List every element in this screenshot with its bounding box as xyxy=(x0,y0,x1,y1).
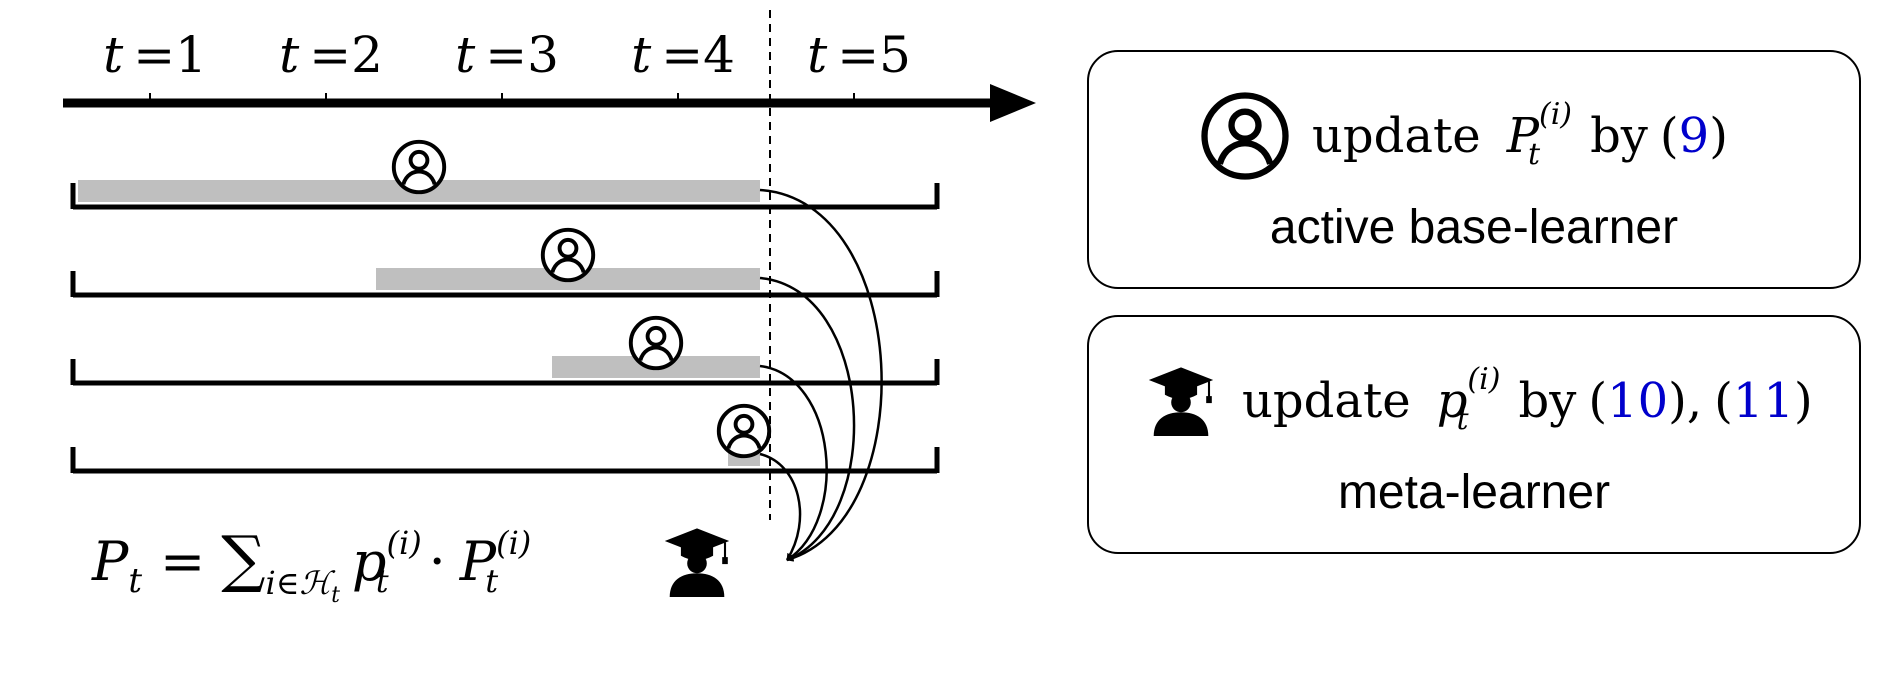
base-learner-row xyxy=(70,403,940,561)
legend-meta-by: by xyxy=(1519,373,1577,429)
tick-num: 4 xyxy=(703,26,735,84)
tick-var: t xyxy=(279,26,300,84)
formula-sum-index: i xyxy=(266,564,276,602)
legend-meta-caption: meta-learner xyxy=(1338,466,1610,519)
tick-eq: = xyxy=(309,26,351,84)
formula-dot: · xyxy=(429,530,446,593)
legend-meta-ref2-link[interactable]: 11 xyxy=(1733,373,1794,429)
base-learner-icon xyxy=(628,315,684,371)
tick-eq: = xyxy=(661,26,703,84)
base-learner-row xyxy=(70,139,940,562)
tick-label: t=2 xyxy=(279,26,383,84)
legend-meta-ref1-link[interactable]: 10 xyxy=(1607,373,1668,429)
legend-base-caption: active base-learner xyxy=(1270,201,1678,254)
formula-sum-in: ∈ xyxy=(276,564,300,602)
legend-meta-ref1-open: ( xyxy=(1588,373,1607,429)
legend-meta-symbol-sub: t xyxy=(1456,402,1469,437)
learner-rows xyxy=(70,139,940,562)
formula-sum-set: ℋ xyxy=(299,564,335,602)
tick-num: 2 xyxy=(351,26,383,84)
base-learner-icon xyxy=(716,403,772,459)
base-learner-row xyxy=(70,315,940,562)
aggregation-arrow xyxy=(759,276,856,562)
base-learner-icon xyxy=(391,139,447,195)
tick-label: t=1 xyxy=(103,26,207,84)
legend-base-symbol-sup: (i) xyxy=(1539,97,1572,132)
meta-learner-icon xyxy=(663,527,731,599)
formula-P: P xyxy=(459,530,498,593)
base-learner-icon xyxy=(540,227,596,283)
legend-base-symbol: P xyxy=(1506,108,1540,164)
formula-p: p xyxy=(352,530,387,593)
tick-num: 5 xyxy=(879,26,911,84)
formula-p-sup: (i) xyxy=(387,524,422,562)
legend-meta-symbol: p xyxy=(1437,373,1468,429)
aggregation-arrow xyxy=(759,188,883,562)
legend-meta-prefix: update xyxy=(1242,373,1411,429)
tick-var: t xyxy=(103,26,124,84)
formula-P-sub: t xyxy=(485,562,498,600)
legend-base-ref-close: ) xyxy=(1709,108,1728,164)
legend-base-ref-open: ( xyxy=(1660,108,1679,164)
formula-sum-set-sub: t xyxy=(331,583,340,608)
formula-lhs: P xyxy=(91,530,130,593)
tick-eq: = xyxy=(837,26,879,84)
legend-base-learner: update P(i) t by(9) active base-learner xyxy=(1087,50,1861,289)
legend-meta-ref2-open: ( xyxy=(1714,373,1733,429)
tick-marks xyxy=(149,93,855,103)
formula-p-sub: t xyxy=(376,562,389,600)
formula-P-sup: (i) xyxy=(496,524,531,562)
timeline-arrowhead xyxy=(990,84,1036,122)
legend-meta-symbol-sup: (i) xyxy=(1467,362,1500,397)
legend-meta-ref2-close: ) xyxy=(1794,373,1813,429)
formula-lhs-sub: t xyxy=(128,561,142,601)
legend-meta-ref1-close: ), xyxy=(1668,373,1702,429)
tick-label: t=3 xyxy=(455,26,559,84)
base-learner-row xyxy=(70,227,940,562)
legend-meta-box xyxy=(1087,315,1861,554)
tick-label: t=4 xyxy=(631,26,735,84)
combination-formula: Pt=∑i∈ℋtp(i)t·P(i)t xyxy=(91,522,531,608)
person-circle-icon xyxy=(1205,96,1286,177)
tick-eq: = xyxy=(485,26,527,84)
legend-base-ref-link[interactable]: 9 xyxy=(1679,108,1710,164)
tick-num: 3 xyxy=(527,26,559,84)
formula-sum: ∑ xyxy=(221,522,265,595)
aggregation-arrow xyxy=(759,364,828,562)
legend-base-symbol-sub: t xyxy=(1528,137,1541,172)
tick-var: t xyxy=(455,26,476,84)
legend-base-by: by xyxy=(1590,108,1648,164)
aggregation-arrow xyxy=(759,452,802,561)
tick-label: t=5 xyxy=(807,26,911,84)
tick-num: 1 xyxy=(175,26,207,84)
legend-base-box xyxy=(1087,50,1861,289)
formula-equals: = xyxy=(160,530,205,593)
tick-var: t xyxy=(807,26,828,84)
tick-var: t xyxy=(631,26,652,84)
legend-base-prefix: update xyxy=(1312,108,1481,164)
legend-base-rule: update P(i) t by(9) xyxy=(1312,97,1728,172)
tick-eq: = xyxy=(133,26,175,84)
